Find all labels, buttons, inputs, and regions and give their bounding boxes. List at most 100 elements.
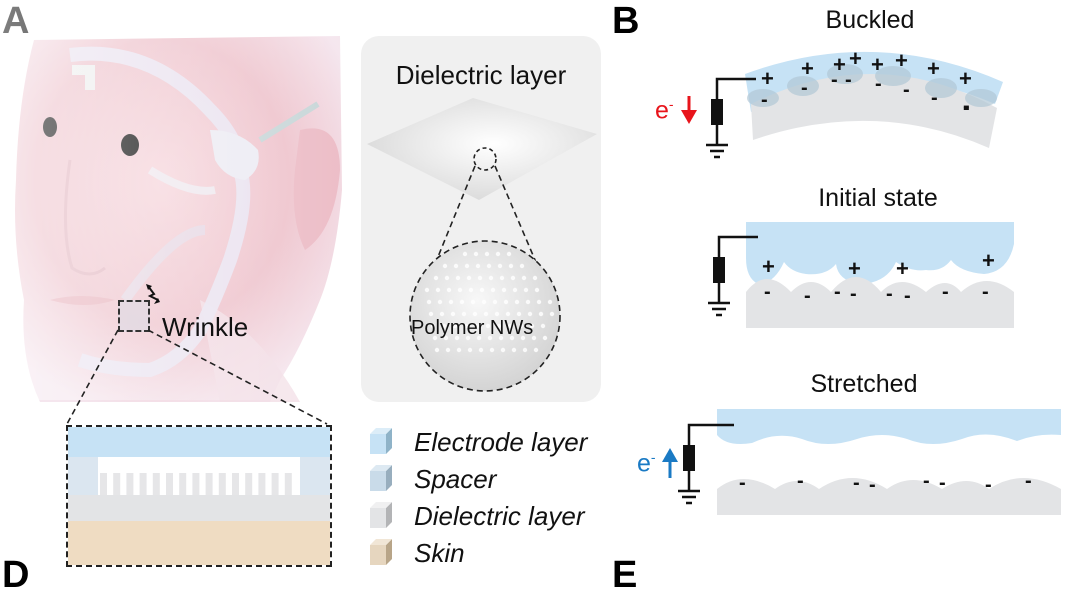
- panel-letter-d: D: [2, 554, 30, 596]
- nanowire-tip: [542, 335, 548, 341]
- nanowire-tip: [479, 287, 485, 293]
- resistor-icon: [713, 257, 725, 283]
- nanowire-tip: [448, 299, 454, 305]
- state-title-buckled: Buckled: [825, 6, 915, 34]
- stretched-electrode: [717, 409, 1061, 444]
- nanowire-tip: [485, 323, 491, 329]
- cube-icon: [370, 465, 392, 491]
- positive-charge: +: [801, 56, 814, 81]
- wrinkle-label: Wrinkle: [162, 312, 249, 342]
- cube-icon: [370, 502, 392, 528]
- negative-charge: -: [761, 89, 768, 111]
- nanowire-tip: [432, 335, 438, 341]
- nanowire-tip: [476, 335, 482, 341]
- nanowire-tip: [549, 311, 555, 317]
- nanowire-tip: [455, 275, 461, 281]
- positive-charge: +: [848, 256, 861, 281]
- nanowire-tip: [454, 335, 460, 341]
- nanowire-tip: [434, 347, 440, 353]
- stretched-charges: --------: [717, 409, 1067, 519]
- nanowire-tip: [533, 347, 539, 353]
- negative-charge: -: [963, 97, 970, 119]
- legend-label: Skin: [414, 537, 465, 568]
- nanowire-tip: [459, 299, 465, 305]
- nanowire-tip: [534, 287, 540, 293]
- nanowire-tip: [540, 323, 546, 329]
- nanowire-tip: [547, 299, 553, 305]
- negative-charge: -: [1025, 470, 1032, 492]
- legend-item-electrode: Electrode layer: [368, 425, 587, 459]
- nanowire: [258, 473, 266, 495]
- nanowire-tip: [470, 299, 476, 305]
- buckled-charges: ++++++++---------: [745, 42, 1005, 152]
- negative-charge: -: [963, 95, 970, 117]
- positive-charge: +: [849, 46, 862, 71]
- nanowire-tip: [484, 251, 490, 257]
- nanowire-tip: [457, 287, 463, 293]
- nanowire-tip: [433, 275, 439, 281]
- nanowire-tip: [495, 251, 501, 257]
- negative-charge: -: [904, 285, 911, 307]
- negative-charge: -: [797, 470, 804, 492]
- stretched-dielectric: [717, 478, 1061, 515]
- positive-charge: +: [927, 56, 940, 81]
- positive-charge: +: [896, 256, 909, 281]
- nanowire-tip: [522, 347, 528, 353]
- nanowire-tip: [473, 251, 479, 257]
- negative-charge: -: [845, 69, 852, 91]
- nanowire: [126, 473, 134, 495]
- negative-charge: -: [804, 285, 811, 307]
- resistor-icon: [711, 99, 723, 125]
- nanowire-tip: [511, 347, 517, 353]
- positive-charge: +: [959, 66, 972, 91]
- nanowire-tip: [461, 311, 467, 317]
- buckled-diagram: [745, 51, 1003, 148]
- legend-item-spacer: Spacer: [368, 462, 496, 496]
- nanowire-tip: [505, 311, 511, 317]
- zoom-lines: [66, 329, 328, 425]
- cross-section-electrode: [68, 427, 330, 457]
- cube-icon: [370, 539, 392, 565]
- nanowire-tip: [531, 335, 537, 341]
- nanowire-tip: [475, 263, 481, 269]
- nanowire-tip: [443, 335, 449, 341]
- nanowire-tip: [466, 275, 472, 281]
- negative-charge: -: [985, 474, 992, 496]
- ground-icon: [678, 489, 700, 505]
- nanowire-array: [100, 473, 292, 495]
- negative-charge: -: [801, 77, 808, 99]
- nanowire-tip: [472, 311, 478, 317]
- nanowire-tip: [519, 263, 525, 269]
- wrinkle-arrow-icon: [146, 284, 160, 304]
- negative-charge: -: [923, 470, 930, 492]
- resistor-icon: [683, 445, 695, 471]
- wrinkle-region-marker: [118, 300, 150, 332]
- ground-icon: [708, 301, 730, 317]
- nanowire-tip: [503, 299, 509, 305]
- negative-charge: -: [739, 472, 746, 494]
- nanowire-tip: [507, 323, 513, 329]
- nanowire-tip: [483, 311, 489, 317]
- nanowire-tip: [439, 311, 445, 317]
- nanowire-tip: [424, 287, 430, 293]
- nanowire: [192, 473, 200, 495]
- nanowire-tip: [499, 275, 505, 281]
- nanowire-tip: [501, 287, 507, 293]
- nanowire-tip: [527, 311, 533, 317]
- nanowire-tip: [464, 263, 470, 269]
- polymer-nws-label: Polymer NWs: [411, 317, 534, 339]
- negative-charge: -: [939, 472, 946, 494]
- electron-superscript: -: [650, 449, 656, 465]
- legend-label: Spacer: [414, 463, 497, 494]
- negative-charge: -: [982, 281, 989, 303]
- cross-section: [66, 425, 332, 567]
- nanowire-tip: [521, 275, 527, 281]
- nanowire-tip: [467, 347, 473, 353]
- nanowire-tip: [492, 299, 498, 305]
- nanowire-tip: [525, 299, 531, 305]
- cube-icon: [370, 428, 392, 454]
- nanowire-tip: [536, 299, 542, 305]
- nanowire-tip: [518, 323, 524, 329]
- nanowire-tip: [509, 335, 515, 341]
- electron-flow-down-label: e-: [655, 97, 674, 123]
